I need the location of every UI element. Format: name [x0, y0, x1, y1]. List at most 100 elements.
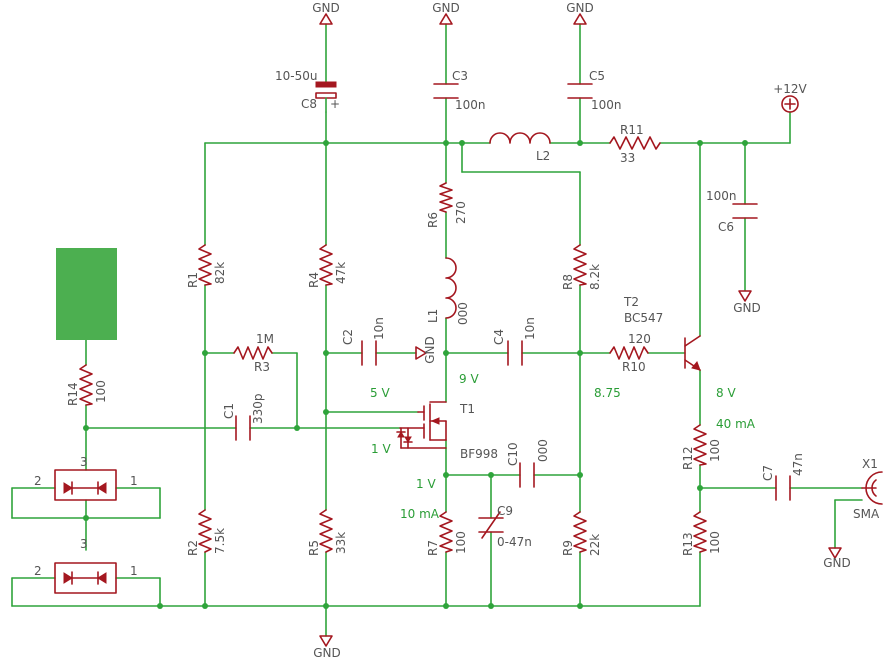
resistor-r10: 120 R10	[609, 332, 651, 374]
svg-text:100n: 100n	[455, 98, 486, 112]
vcc-terminal: +12V	[773, 82, 808, 113]
resistor-r6: R6 270	[426, 182, 468, 228]
svg-text:C9: C9	[497, 504, 513, 518]
svg-text:L1: L1	[426, 309, 440, 323]
capacitor-c3: C3 100n	[433, 69, 486, 112]
svg-text:330p: 330p	[251, 393, 265, 424]
svg-text:GND: GND	[313, 646, 341, 660]
svg-text:GND: GND	[823, 556, 851, 570]
capacitor-c8: + 10-50u C8	[275, 69, 340, 113]
junctions	[83, 140, 748, 609]
svg-text:BC547: BC547	[624, 311, 663, 325]
svg-text:R6: R6	[426, 212, 440, 228]
svg-text:C8: C8	[301, 97, 317, 111]
gnd-symbols: GND GND GND GND GND GND GND	[312, 1, 851, 660]
svg-text:R2: R2	[186, 540, 200, 556]
svg-text:47k: 47k	[334, 262, 348, 284]
svg-text:1M: 1M	[256, 332, 274, 346]
svg-text:22k: 22k	[588, 534, 602, 556]
svg-text:10 mA: 10 mA	[400, 507, 440, 521]
svg-text:10n: 10n	[372, 317, 386, 340]
svg-text:120: 120	[628, 332, 651, 346]
svg-text:GND: GND	[733, 301, 761, 315]
resistor-r4: R4 47k	[307, 244, 348, 288]
svg-text:8.75: 8.75	[594, 386, 621, 400]
gnd-icon: GND	[823, 547, 851, 570]
gnd-icon: GND	[733, 290, 761, 315]
capacitor-c5: C5 100n	[567, 69, 622, 112]
resistor-r1: R1 82k	[186, 244, 227, 288]
svg-text:8.2k: 8.2k	[588, 264, 602, 290]
svg-text:100n: 100n	[706, 189, 737, 203]
svg-text:100: 100	[454, 531, 468, 554]
resistor-r8: R8 8.2k	[561, 244, 602, 290]
svg-text:GND: GND	[432, 1, 460, 15]
svg-text:1: 1	[130, 474, 138, 488]
gnd-icon: GND	[313, 635, 341, 660]
svg-text:1: 1	[130, 564, 138, 578]
svg-text:C5: C5	[589, 69, 605, 83]
svg-text:3: 3	[80, 455, 88, 469]
svg-text:R1: R1	[186, 272, 200, 288]
svg-text:C10: C10	[506, 442, 520, 466]
capacitor-c9: C9 0-47n	[478, 504, 532, 549]
svg-text:270: 270	[454, 201, 468, 224]
resistor-r11: R11 33	[609, 123, 661, 165]
resistor-r2: R2 7.5k	[186, 509, 227, 556]
capacitor-c7: C7 47n	[761, 453, 805, 501]
svg-text:C4: C4	[492, 329, 506, 345]
svg-text:R3: R3	[254, 360, 270, 374]
svg-text:+: +	[330, 97, 340, 111]
svg-text:GND: GND	[566, 1, 594, 15]
svg-text:10n: 10n	[523, 317, 537, 340]
svg-text:R4: R4	[307, 272, 321, 288]
capacitor-c10: C10 000	[506, 439, 550, 488]
svg-text:X1: X1	[862, 457, 878, 471]
svg-text:R12: R12	[681, 446, 695, 470]
svg-text:47n: 47n	[791, 453, 805, 476]
svg-text:100: 100	[94, 380, 108, 403]
svg-text:T1: T1	[459, 402, 475, 416]
svg-text:R14: R14	[66, 382, 80, 406]
svg-text:R10: R10	[622, 360, 646, 374]
svg-text:000: 000	[536, 439, 550, 462]
svg-text:T2: T2	[623, 295, 639, 309]
gnd-icon: GND	[415, 336, 437, 364]
inductor-l1: L1 000	[426, 257, 470, 325]
svg-text:10-50u: 10-50u	[275, 69, 317, 83]
svg-text:R9: R9	[561, 540, 575, 556]
resistor-r7: R7 100	[426, 511, 468, 556]
resistor-r14: R14 100	[66, 364, 108, 406]
svg-text:100: 100	[708, 531, 722, 554]
svg-text:C1: C1	[222, 403, 236, 419]
svg-text:GND: GND	[312, 1, 340, 15]
inductor-l2: L2	[489, 132, 551, 163]
capacitor-c2: C2 10n	[341, 317, 386, 366]
svg-text:C6: C6	[718, 220, 734, 234]
svg-text:1 V: 1 V	[416, 477, 436, 491]
resistor-r3: 1M R3	[233, 332, 274, 374]
svg-text:000: 000	[456, 302, 470, 325]
svg-text:5 V: 5 V	[370, 386, 390, 400]
svg-text:BF998: BF998	[460, 447, 498, 461]
svg-text:33: 33	[620, 151, 635, 165]
svg-text:C7: C7	[761, 465, 775, 481]
resistor-r12: R12 100	[681, 424, 722, 470]
svg-text:82k: 82k	[213, 262, 227, 284]
svg-text:SMA: SMA	[853, 507, 880, 521]
svg-text:100n: 100n	[591, 98, 622, 112]
gnd-icon: GND	[312, 1, 340, 25]
gnd-icon: GND	[566, 1, 594, 25]
transistor-t1: T1 BF998	[396, 401, 498, 461]
svg-text:R8: R8	[561, 274, 575, 290]
gnd-icon: GND	[432, 1, 460, 25]
svg-text:33k: 33k	[334, 532, 348, 554]
resistor-r13: R13 100	[681, 511, 722, 556]
antenna-pad	[56, 248, 117, 340]
svg-text:3: 3	[80, 537, 88, 551]
svg-text:9 V: 9 V	[459, 372, 479, 386]
annotations: 5 V 9 V 8.75 8 V 40 mA 1 V 1 V 10 mA	[370, 372, 756, 521]
svg-text:40 mA: 40 mA	[716, 417, 756, 431]
svg-text:2: 2	[34, 474, 42, 488]
